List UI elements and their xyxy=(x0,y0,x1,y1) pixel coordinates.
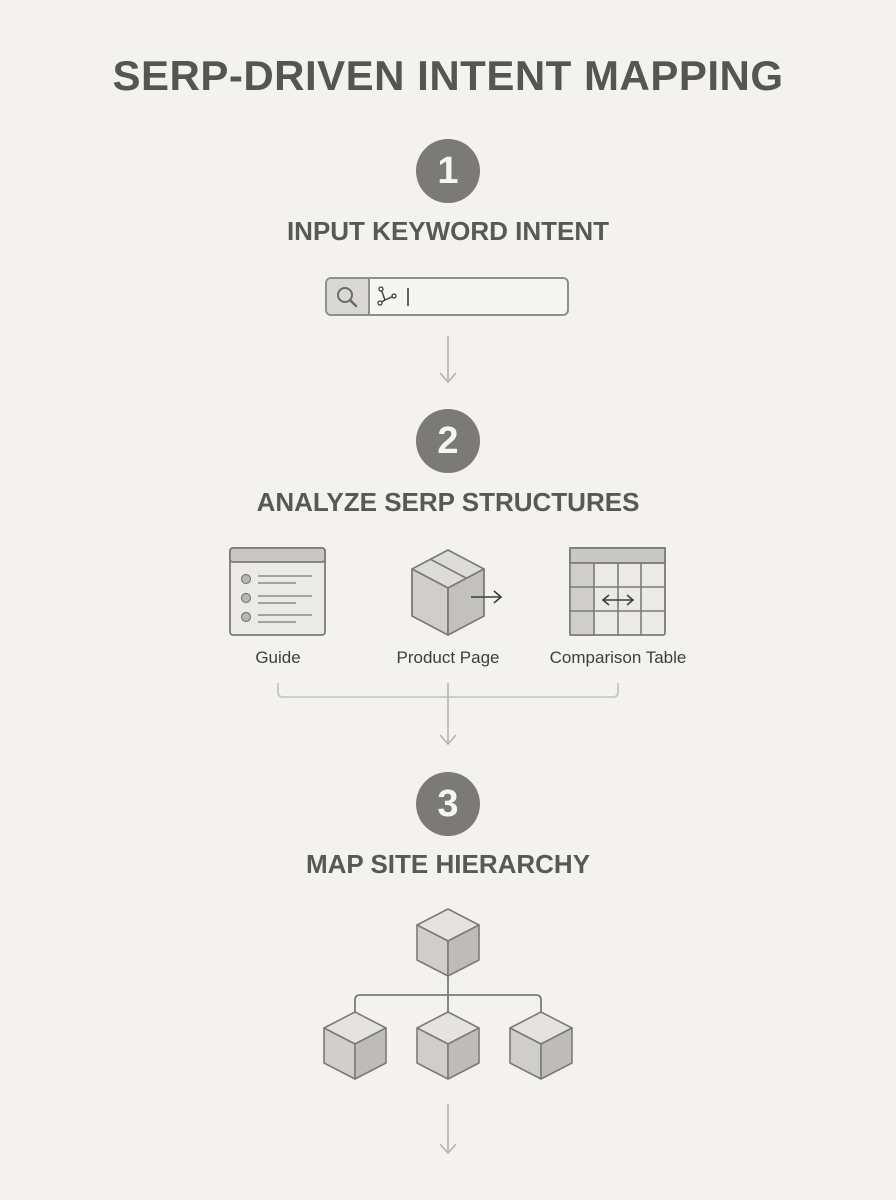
page-title: SERP-DRIVEN INTENT MAPPING xyxy=(112,52,784,99)
keyword-input[interactable] xyxy=(370,279,567,314)
search-icon xyxy=(337,287,358,308)
flow-arrow-1 xyxy=(439,336,457,384)
step-3-badge: 3 xyxy=(416,772,480,836)
child-page-cube-icon xyxy=(323,1011,387,1080)
step-3-title: MAP SITE HIERARCHY xyxy=(305,849,591,879)
product-box-icon xyxy=(411,549,503,636)
step-2-title: ANALYZE SERP STRUCTURES xyxy=(256,487,640,517)
guide-document-icon xyxy=(229,547,326,636)
site-hierarchy-diagram xyxy=(323,908,573,1080)
flow-arrow-2 xyxy=(277,683,619,746)
step-1-title: INPUT KEYWORD INTENT xyxy=(286,216,610,246)
serp-type-comparison-label: Comparison Table xyxy=(549,648,687,667)
step-1-badge: 1 xyxy=(416,139,480,203)
comparison-table-icon xyxy=(569,547,666,636)
serp-type-product-label: Product Page xyxy=(396,648,500,667)
step-2-badge: 2 xyxy=(416,409,480,473)
root-page-cube-icon xyxy=(416,908,480,977)
child-page-cube-icon xyxy=(509,1011,573,1080)
nodes-branch-icon xyxy=(377,286,409,306)
search-button[interactable] xyxy=(327,279,370,314)
child-page-cube-icon xyxy=(416,1011,480,1080)
serp-type-guide-label: Guide xyxy=(255,648,301,667)
flow-arrow-3 xyxy=(439,1104,457,1155)
keyword-search-bar[interactable] xyxy=(325,277,569,316)
